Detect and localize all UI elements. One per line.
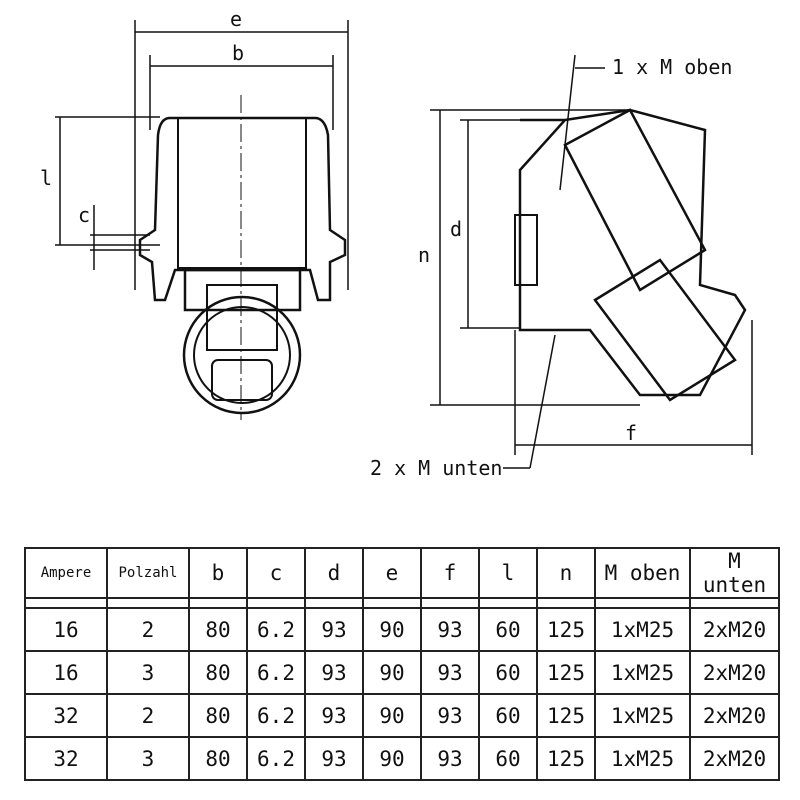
table-cell: 16 xyxy=(24,650,108,695)
table-cell: 90 xyxy=(362,693,422,738)
table-cell: 1xM25 xyxy=(594,736,691,781)
side-view xyxy=(430,54,753,469)
table-cell: 125 xyxy=(536,693,596,738)
table-cell: 125 xyxy=(536,607,596,652)
dim-label-d: d xyxy=(450,217,462,241)
table-cell: 93 xyxy=(420,607,480,652)
table-cell: 2xM20 xyxy=(689,736,780,781)
table-cell: 6.2 xyxy=(246,736,306,781)
header-cell: M oben xyxy=(594,547,691,599)
label-m-unten: 2 x M unten xyxy=(370,456,502,480)
table-cell: 1xM25 xyxy=(594,650,691,695)
header-cell: l xyxy=(478,547,538,599)
label-m-oben: 1 x M oben xyxy=(612,55,732,79)
table-cell: 80 xyxy=(188,736,248,781)
dim-label-f: f xyxy=(625,421,637,445)
header-cell: e xyxy=(362,547,422,599)
table-cell: 80 xyxy=(188,650,248,695)
table-header-row: Ampere Polzahl b c d e f l n M oben M un… xyxy=(24,547,780,599)
table-cell: 1xM25 xyxy=(594,693,691,738)
table-cell: 125 xyxy=(536,736,596,781)
table-cell: 60 xyxy=(478,693,538,738)
table-cell: 6.2 xyxy=(246,650,306,695)
table-cell: 3 xyxy=(106,736,190,781)
table-cell: 93 xyxy=(420,736,480,781)
table-cell: 93 xyxy=(420,650,480,695)
header-cell: Polzahl xyxy=(106,547,190,599)
front-view xyxy=(55,20,349,420)
dim-label-n: n xyxy=(418,243,430,267)
header-cell: b xyxy=(188,547,248,599)
header-cell: n xyxy=(536,547,596,599)
header-cell: f xyxy=(420,547,480,599)
dimension-table: Ampere Polzahl b c d e f l n M oben M un… xyxy=(24,547,780,781)
table-cell: 6.2 xyxy=(246,607,306,652)
table-cell: 2xM20 xyxy=(689,693,780,738)
table-cell: 93 xyxy=(420,693,480,738)
table-cell: 60 xyxy=(478,607,538,652)
dim-label-e: e xyxy=(230,7,242,31)
table-cell: 93 xyxy=(304,607,364,652)
header-cell: Ampere xyxy=(24,547,108,599)
table-cell: 125 xyxy=(536,650,596,695)
table-cell: 2 xyxy=(106,607,190,652)
header-cell: d xyxy=(304,547,364,599)
table-cell: 93 xyxy=(304,650,364,695)
table-cell: 3 xyxy=(106,650,190,695)
table-cell: 60 xyxy=(478,650,538,695)
table-cell: 32 xyxy=(24,736,108,781)
table-cell: 93 xyxy=(304,693,364,738)
table-cell: 1xM25 xyxy=(594,607,691,652)
table-cell: 2xM20 xyxy=(689,650,780,695)
table-cell: 90 xyxy=(362,650,422,695)
table-cell: 2 xyxy=(106,693,190,738)
table-cell: 80 xyxy=(188,607,248,652)
dim-label-b: b xyxy=(232,41,244,65)
table-cell: 6.2 xyxy=(246,693,306,738)
table-cell: 90 xyxy=(362,736,422,781)
table-cell: 80 xyxy=(188,693,248,738)
header-cell: c xyxy=(246,547,306,599)
table-cell: 60 xyxy=(478,736,538,781)
table-cell: 32 xyxy=(24,693,108,738)
table-cell: 16 xyxy=(24,607,108,652)
table-cell: 93 xyxy=(304,736,364,781)
table-cell: 90 xyxy=(362,607,422,652)
table-spacer-row xyxy=(24,597,780,609)
dimension-drawing: e b l c n d f 1 x M oben 2 x M unten xyxy=(40,7,753,480)
table-cell: 2xM20 xyxy=(689,607,780,652)
header-cell: M unten xyxy=(689,547,780,599)
dim-label-c: c xyxy=(78,203,90,227)
dim-label-l: l xyxy=(40,166,52,190)
